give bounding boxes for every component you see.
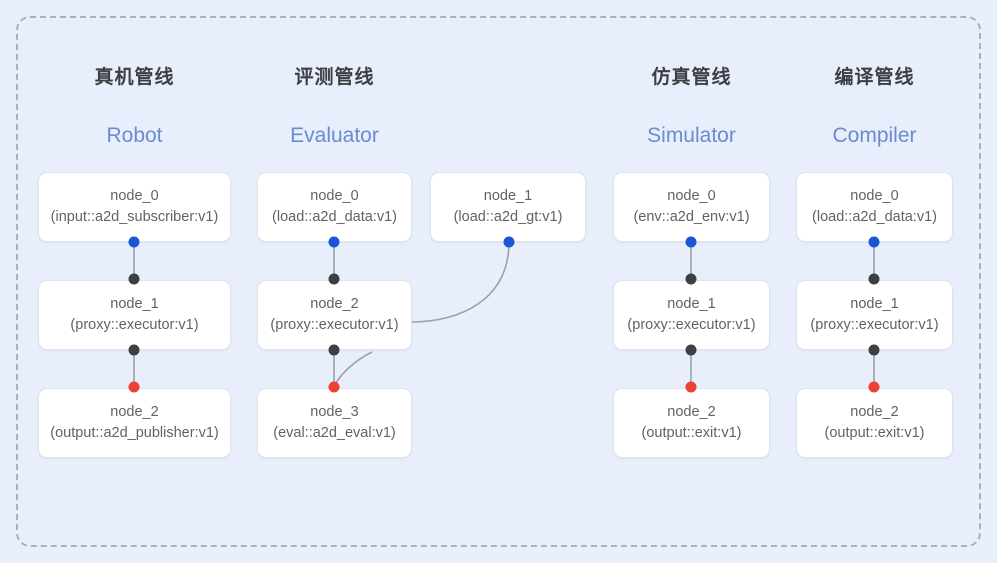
port-input-robot-1[interactable] (128, 273, 140, 285)
node-name: node_0 (310, 188, 359, 204)
node-robot-0[interactable]: node_0 (input::a2d_subscriber:v1) (38, 172, 231, 242)
node-name: node_1 (483, 188, 533, 204)
node-name: node_1 (667, 296, 716, 312)
port-output-simulator-0[interactable] (685, 236, 697, 248)
column-title-robot: 真机管线 (94, 67, 175, 88)
node-type: (env::a2d_env:v1) (633, 209, 750, 225)
node-name: node_0 (110, 188, 159, 204)
node-type: (load::a2d_data:v1) (812, 209, 937, 225)
column-title-simulator: 仿真管线 (651, 67, 732, 88)
port-output-evaluator-0[interactable] (328, 236, 340, 248)
port-input-evaluator-2[interactable] (328, 273, 340, 285)
node-type: (eval::a2d_eval:v1) (273, 425, 396, 441)
node-evaluator-1[interactable]: node_1 (load::a2d_gt:v1) (430, 172, 586, 242)
port-input-robot-2[interactable] (128, 381, 140, 393)
node-compiler-1[interactable]: node_1 (proxy::executor:v1) (796, 280, 953, 350)
node-type: (proxy::executor:v1) (270, 317, 399, 333)
port-output-compiler-1[interactable] (868, 344, 880, 356)
node-type: (input::a2d_subscriber:v1) (50, 209, 219, 225)
port-output-compiler-0[interactable] (868, 236, 880, 248)
node-compiler-2[interactable]: node_2 (output::exit:v1) (796, 388, 953, 458)
node-simulator-1[interactable]: node_1 (proxy::executor:v1) (613, 280, 770, 350)
node-name: node_0 (850, 188, 899, 204)
node-name: node_1 (110, 296, 159, 312)
column-title-compiler: 编译管线 (834, 67, 915, 88)
column-subtitle-robot: Robot (106, 124, 163, 147)
node-name: node_2 (667, 404, 716, 420)
port-input-simulator-1[interactable] (685, 273, 697, 285)
port-input-compiler-2[interactable] (868, 381, 880, 393)
node-type: (load::a2d_gt:v1) (453, 209, 563, 225)
node-robot-1[interactable]: node_1 (proxy::executor:v1) (38, 280, 231, 350)
node-name: node_2 (850, 404, 899, 420)
node-type: (output::a2d_publisher:v1) (50, 425, 219, 441)
node-type: (proxy::executor:v1) (70, 317, 199, 333)
node-name: node_2 (310, 296, 359, 312)
node-type: (output::exit:v1) (824, 425, 925, 441)
node-name: node_3 (310, 404, 359, 420)
node-type: (load::a2d_data:v1) (272, 209, 397, 225)
node-name: node_1 (850, 296, 899, 312)
port-output-robot-0[interactable] (128, 236, 140, 248)
node-evaluator-0[interactable]: node_0 (load::a2d_data:v1) (257, 172, 412, 242)
port-output-evaluator-1[interactable] (503, 236, 515, 248)
node-simulator-2[interactable]: node_2 (output::exit:v1) (613, 388, 770, 458)
node-type: (output::exit:v1) (641, 425, 742, 441)
port-input-compiler-1[interactable] (868, 273, 880, 285)
port-input-simulator-2[interactable] (685, 381, 697, 393)
column-title-evaluator: 评测管线 (294, 67, 375, 88)
column-subtitle-simulator: Simulator (647, 124, 736, 147)
port-output-simulator-1[interactable] (685, 344, 697, 356)
node-name: node_2 (110, 404, 159, 420)
node-type: (proxy::executor:v1) (810, 317, 939, 333)
port-input-evaluator-3[interactable] (328, 381, 340, 393)
node-type: (proxy::executor:v1) (627, 317, 756, 333)
port-output-evaluator-2[interactable] (328, 344, 340, 356)
port-output-robot-1[interactable] (128, 344, 140, 356)
node-robot-2[interactable]: node_2 (output::a2d_publisher:v1) (38, 388, 231, 458)
node-name: node_0 (667, 188, 716, 204)
node-evaluator-3[interactable]: node_3 (eval::a2d_eval:v1) (257, 388, 412, 458)
node-compiler-0[interactable]: node_0 (load::a2d_data:v1) (796, 172, 953, 242)
column-subtitle-compiler: Compiler (832, 124, 917, 147)
node-simulator-0[interactable]: node_0 (env::a2d_env:v1) (613, 172, 770, 242)
node-evaluator-2[interactable]: node_2 (proxy::executor:v1) (257, 280, 412, 350)
column-subtitle-evaluator: Evaluator (290, 124, 379, 147)
